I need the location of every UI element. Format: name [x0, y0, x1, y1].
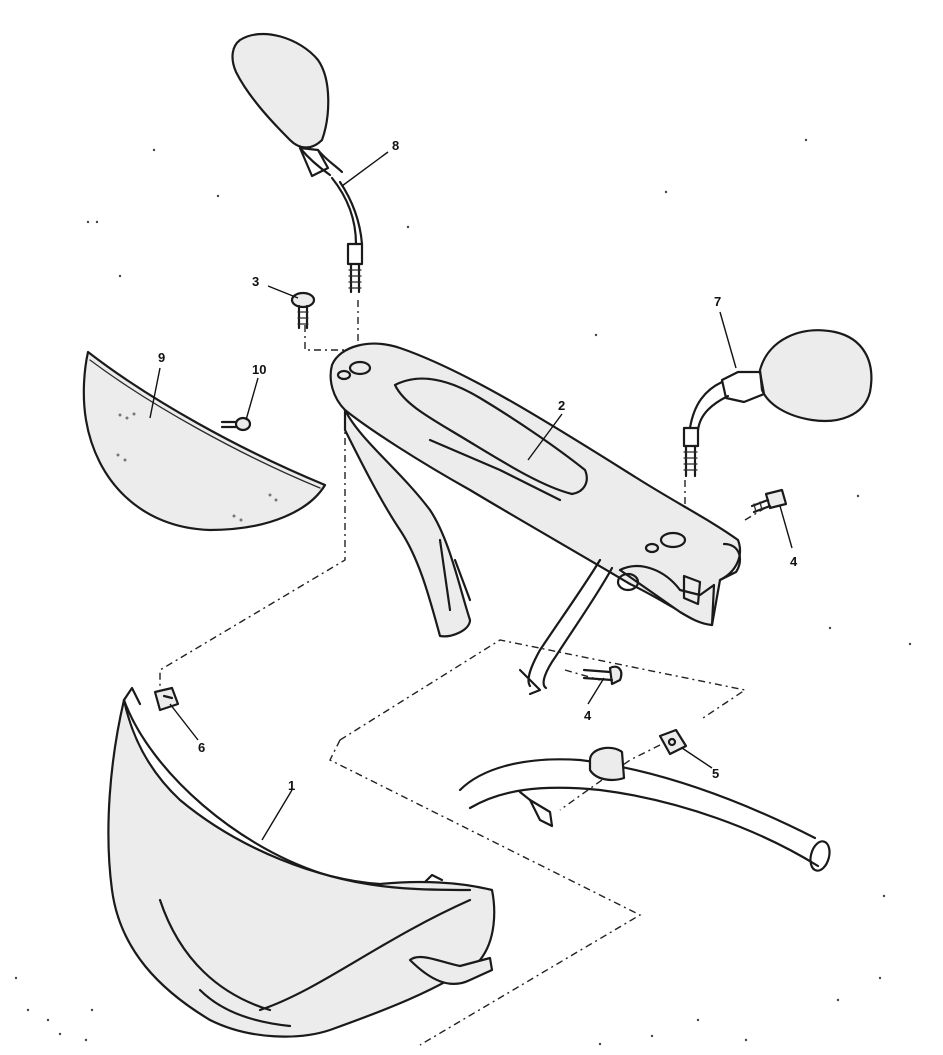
visor-panel [82, 350, 327, 532]
callouts: 8 7 3 9 10 2 4 4 5 6 1 [158, 138, 798, 793]
callout-2: 2 [558, 398, 565, 413]
callout-1: 1 [288, 778, 295, 793]
handlebar-tube [458, 746, 831, 872]
callout-9: 9 [158, 350, 165, 365]
callout-7: 7 [714, 294, 721, 309]
panel-speckles [116, 412, 278, 522]
clip-nut-5 [658, 728, 688, 756]
callout-3: 3 [252, 274, 259, 289]
callout-5: 5 [712, 766, 719, 781]
bolt-4-lower [582, 665, 623, 686]
callout-6: 6 [198, 740, 205, 755]
callout-4-lower: 4 [584, 708, 592, 723]
front-cover-lower [107, 686, 496, 1038]
scan-noise [14, 138, 912, 1046]
callout-4-upper: 4 [790, 554, 798, 569]
leader-lines [149, 151, 793, 841]
callout-8: 8 [392, 138, 399, 153]
screw-3 [290, 291, 316, 330]
clip-6 [153, 686, 180, 712]
handlebar-cover-upper [329, 342, 742, 696]
bolt-4-upper [750, 488, 788, 514]
left-mirror [231, 32, 364, 294]
right-mirror [682, 329, 873, 478]
callout-10: 10 [252, 362, 266, 377]
screw-10 [220, 416, 252, 432]
